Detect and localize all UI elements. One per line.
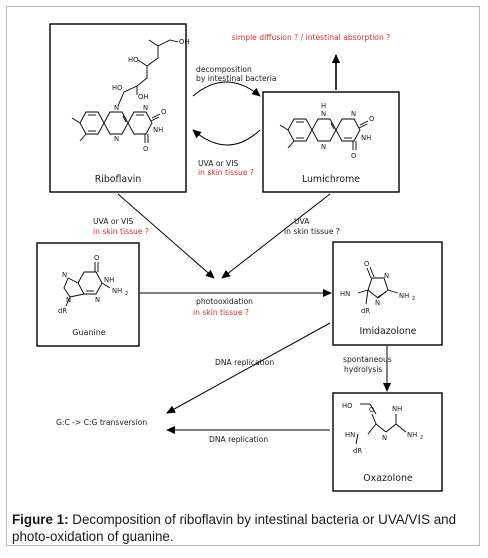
lumichrome-atoms: H N N O NH N O [321,102,374,160]
spontaneous-note: spontaneous [343,355,392,364]
imidazolone-box [332,241,443,346]
svg-text:O: O [94,254,99,262]
annotations: simple diffusion ? / intestinal absorpti… [56,33,392,444]
svg-text:NH: NH [361,134,371,142]
arrows [117,54,391,434]
svg-text:O: O [364,260,369,268]
svg-text:NH: NH [153,126,163,134]
svg-text:2: 2 [412,296,415,302]
guanine-box [36,242,140,347]
riboflavin-structure [71,39,179,143]
svg-text:2: 2 [125,291,128,297]
svg-text:HN: HN [340,290,350,298]
svg-text:N: N [95,296,100,304]
figure-caption: Figure 1: Decomposition of riboflavin by… [12,511,478,545]
arrow-lumichrome-to-riboflavin [192,129,261,146]
dna-replication-note-1: DNA replication [215,358,274,367]
svg-text:N: N [321,110,326,118]
arrow-imidazolone-to-transversion [166,322,331,414]
svg-text:dR: dR [58,307,67,315]
svg-text:O: O [161,108,166,116]
svg-text:N: N [114,135,119,143]
riboflavin-atoms: OH HO HO OH N N O NH N O [112,38,189,153]
lumichrome-structure [279,118,369,150]
svg-text:NH: NH [104,276,114,284]
hydrolysis-note: hydrolysis [344,365,382,374]
arrow-riboflavin-to-lumichrome [192,81,261,97]
uva-right-note: UVA [294,217,310,226]
guanine-label: Guanine [72,328,106,337]
arrow-lumichrome-to-photooxidation [221,193,331,279]
guanine-structure [63,262,111,307]
riboflavin-label: Riboflavin [95,174,142,185]
arrow-riboflavin-to-photooxidation [117,193,215,279]
svg-text:O: O [351,152,356,160]
lumichrome-label: Lumichrome [302,174,360,185]
oxazolone-label: Oxazolone [363,473,413,484]
svg-text:N: N [351,110,356,118]
imidazolone-label: Imidazolone [360,326,417,337]
svg-text:2: 2 [420,435,423,441]
svg-text:O: O [143,145,148,153]
svg-text:dR: dR [353,447,362,455]
uva-vis-top-note: UVA or VIS [198,159,238,168]
svg-text:N: N [375,299,380,307]
svg-text:N: N [62,271,67,279]
svg-text:N: N [382,434,387,442]
in-skin-left-note: in skin tissue ? [93,227,149,236]
oxazolone-box [332,392,443,492]
svg-text:N: N [66,296,71,304]
svg-text:N: N [114,104,119,112]
svg-text:OH: OH [138,93,148,101]
in-skin-top-note: in skin tissue ? [198,168,254,177]
svg-text:NH: NH [392,405,402,413]
box-labels: Riboflavin Lumichrome Guanine Imidazolon… [72,174,416,484]
svg-text:H: H [321,102,326,110]
svg-text:O: O [369,115,374,123]
svg-text:NH: NH [112,287,122,295]
in-skin-photo-note: in skin tissue ? [193,308,249,317]
in-skin-right-note: in skin tissue ? [284,227,340,236]
caption-label: Figure 1: [12,512,69,527]
svg-text:HN: HN [345,431,355,439]
svg-text:O: O [369,406,374,414]
svg-text:N: N [384,272,389,280]
svg-text:dR: dR [361,307,370,315]
transversion-note: G:C -> C:G transversion [56,418,147,427]
svg-text:NH: NH [407,431,417,439]
oxazolone-structure [355,403,407,445]
svg-text:HO: HO [128,56,138,64]
svg-text:N: N [321,143,326,151]
imidazolone-atoms: O N N HN NH 2 dR [340,260,415,315]
photooxidation-note: photooxidation [196,297,253,306]
decomposition-note-2: by intestinal bacteria [196,74,277,83]
simple-diffusion-note: simple diffusion ? / intestinal absorpti… [232,33,390,42]
svg-text:N: N [143,104,148,112]
uva-vis-left-note: UVA or VIS [93,217,133,226]
guanine-atoms: O N NH N N NH 2 dR [58,254,128,315]
oxazolone-atoms: HO O NH N HN NH 2 dR [342,402,423,455]
lumichrome-box [262,91,400,193]
decomposition-note-1: decomposition [196,65,252,74]
dna-replication-note-2: DNA replication [209,435,268,444]
svg-text:OH: OH [179,38,189,46]
riboflavin-box [49,23,187,193]
figure-frame [6,6,480,546]
imidazolone-structure [357,266,399,305]
svg-text:HO: HO [112,84,122,92]
caption-text: Decomposition of riboflavin by intestina… [12,512,457,544]
svg-text:NH: NH [399,292,409,300]
svg-text:HO: HO [342,402,352,410]
